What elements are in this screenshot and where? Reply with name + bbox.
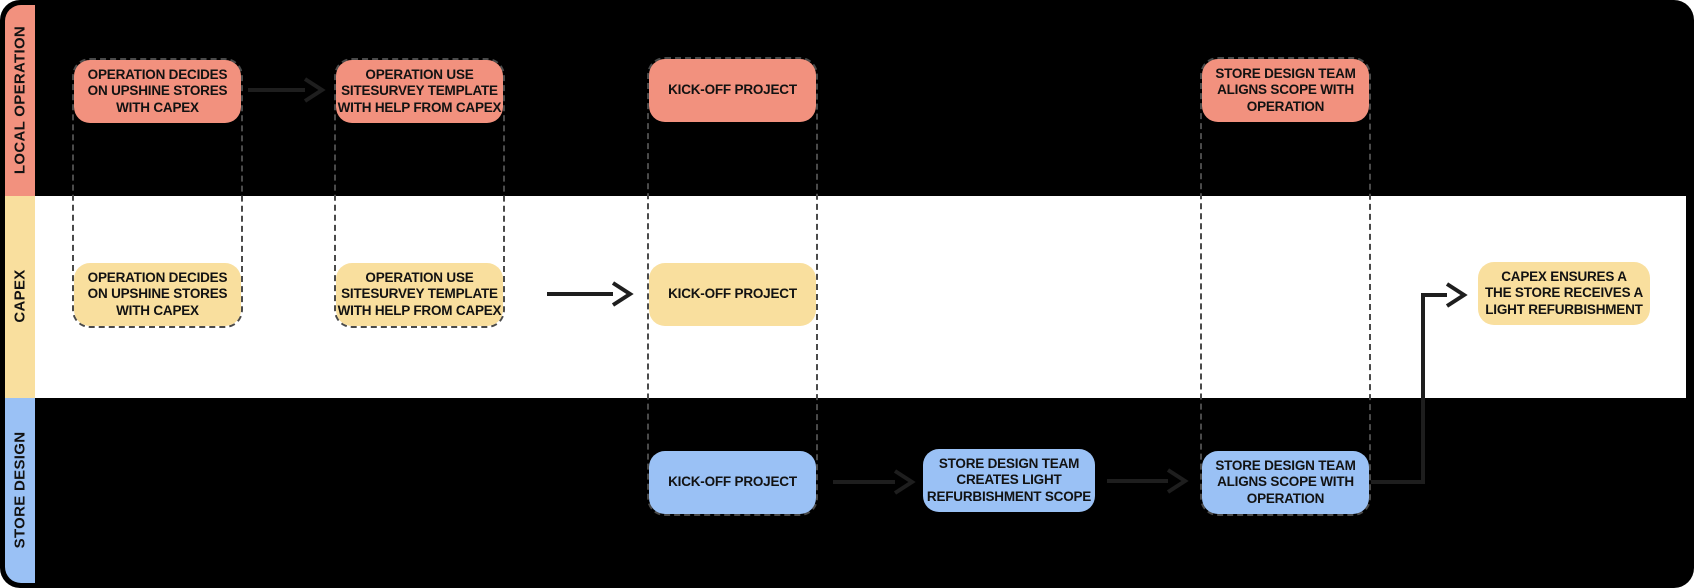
lane-header-local-operation [5,5,35,196]
task-local-sitesurvey-template: OPERATION USE SITESURVEY TEMPLATE WITH H… [336,60,503,123]
task-store-align-scope: STORE DESIGN TEAM ALIGNS SCOPE WITH OPER… [1202,451,1369,514]
task-label: STORE DESIGN TEAM ALIGNS SCOPE WITH OPER… [1215,65,1356,114]
task-store-creates-refurbishment-scope: STORE DESIGN TEAM CREATES LIGHT REFURBIS… [923,449,1095,512]
task-label: OPERATION USE SITESURVEY TEMPLATE WITH H… [337,66,502,115]
arrow-local-decide-to-sitesurvey [248,77,326,103]
task-local-align-scope: STORE DESIGN TEAM ALIGNS SCOPE WITH OPER… [1202,59,1369,122]
lane-header-capex [5,196,35,398]
shared-activity-outline-align [1200,57,1371,516]
lane-label-local-operation: LOCAL OPERATION [11,25,29,175]
task-label: KICK-OFF PROJECT [668,474,797,490]
arrow-store-kickoff-to-scope [833,469,916,495]
task-capex-light-refurbishment: CAPEX ENSURES A THE STORE RECEIVES A LIG… [1478,262,1650,325]
lane-label-capex: CAPEX [11,269,29,323]
task-capex-sitesurvey-template: OPERATION USE SITESURVEY TEMPLATE WITH H… [336,263,503,326]
task-label: KICK-OFF PROJECT [668,286,797,302]
task-capex-operation-decides: OPERATION DECIDES ON UPSHINE STORES WITH… [74,263,241,326]
shared-activity-outline-decide [72,58,243,328]
lane-header-store-design [5,398,35,583]
task-label: OPERATION DECIDES ON UPSHINE STORES WITH… [87,66,228,115]
shared-activity-outline-sitesurvey [334,58,505,328]
lane-label-store-design: STORE DESIGN [11,431,29,549]
task-capex-kickoff-project: KICK-OFF PROJECT [649,263,816,326]
arrow-store-scope-to-align [1107,468,1189,494]
shared-activity-outline-kickoff [647,57,818,516]
task-label: OPERATION USE SITESURVEY TEMPLATE WITH H… [337,269,502,318]
task-label: KICK-OFF PROJECT [668,82,797,98]
task-label: OPERATION DECIDES ON UPSHINE STORES WITH… [87,269,228,318]
task-label: STORE DESIGN TEAM ALIGNS SCOPE WITH OPER… [1215,457,1356,506]
task-store-kickoff-project: KICK-OFF PROJECT [649,451,816,514]
lane-capex-background [5,196,1686,398]
task-label: CAPEX ENSURES A THE STORE RECEIVES A LIG… [1484,268,1644,317]
task-local-kickoff-project: KICK-OFF PROJECT [649,59,816,122]
task-local-operation-decides: OPERATION DECIDES ON UPSHINE STORES WITH… [74,60,241,123]
task-label: STORE DESIGN TEAM CREATES LIGHT REFURBIS… [926,455,1092,504]
